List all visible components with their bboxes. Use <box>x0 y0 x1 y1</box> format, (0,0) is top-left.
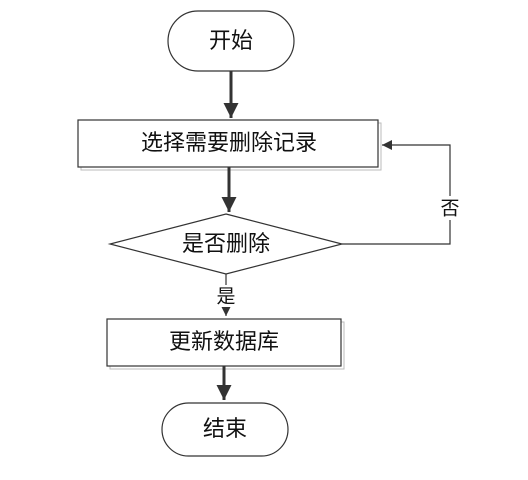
select-record-label: 选择需要删除记录 <box>141 131 317 156</box>
update-database-box <box>106 318 342 367</box>
end-label: 结束 <box>203 417 247 442</box>
yes-label: 是 <box>216 286 235 308</box>
start-label: 开始 <box>209 29 253 54</box>
update-database-label: 更新数据库 <box>169 330 279 355</box>
no-label-bg <box>436 196 464 220</box>
yes-label-bg <box>212 285 240 307</box>
no-branch-line <box>342 140 451 245</box>
decision-label: 是否删除 <box>182 232 270 257</box>
select-record-box <box>77 119 379 168</box>
end-terminal <box>161 402 289 457</box>
no-label: 否 <box>440 198 459 220</box>
